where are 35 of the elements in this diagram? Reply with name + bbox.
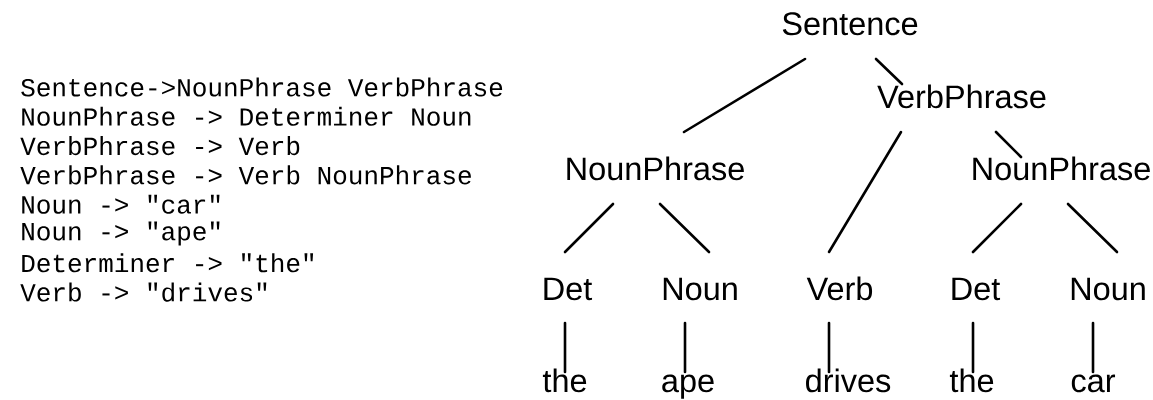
tree-label: the — [949, 368, 994, 393]
tree-branch — [682, 57, 807, 134]
tree-label: Noun — [1071, 277, 1145, 301]
tree-label: Sentence — [782, 12, 918, 36]
grammar-rule: VerbPhrase -> Verb NounPhrase — [20, 165, 471, 185]
tree-label: drives — [806, 368, 891, 393]
tree-branch — [563, 202, 615, 254]
tree-label: ape — [662, 374, 714, 399]
tree-label: Det — [544, 277, 593, 301]
grammar-rule: Noun -> "ape" — [22, 221, 220, 246]
tree-branch — [827, 130, 903, 254]
grammar-rule: NounPhrase -> Determiner Noun — [22, 106, 471, 126]
tree-label: Noun — [663, 277, 737, 301]
tree-label: Det — [952, 277, 1001, 301]
tree-branch — [971, 202, 1023, 254]
tree-branch — [1066, 202, 1119, 254]
tree-label: the — [542, 368, 587, 393]
tree-label: VerbPhrase — [877, 84, 1046, 109]
grammar-rule: Sentence->NounPhrase VerbPhrase — [21, 77, 503, 97]
grammar-rule: Verb -> "drives" — [20, 282, 267, 302]
tree-branch — [994, 130, 1023, 159]
tree-branch — [563, 321, 567, 374]
tree-branch — [683, 321, 687, 374]
tree-branch — [971, 321, 975, 374]
grammar-rule: Determiner -> "the" — [22, 253, 314, 273]
tree-branch — [658, 202, 711, 254]
tree-branch — [827, 321, 831, 374]
tree-branch — [874, 57, 904, 86]
tree-label: NounPhrase — [567, 156, 744, 181]
tree-branch — [1091, 321, 1095, 374]
tree-label: car — [1071, 374, 1116, 393]
grammar-rule: VerbPhrase -> Verb — [20, 136, 300, 156]
tree-label: NounPhrase — [973, 156, 1150, 181]
grammar-rule: Noun -> "car" — [22, 194, 220, 214]
tree-label: Verb — [806, 276, 873, 301]
